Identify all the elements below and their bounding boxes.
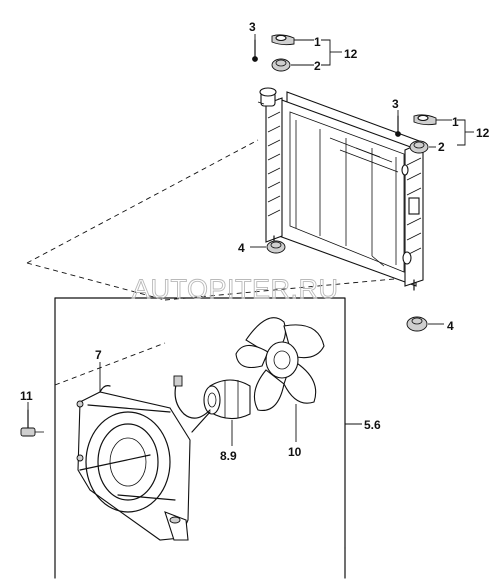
fan-blade <box>235 317 325 412</box>
callout-2-right: 2 <box>438 140 445 154</box>
callout-12-top: 12 <box>344 47 358 61</box>
callout-1-right: 1 <box>452 115 459 129</box>
radiator <box>257 87 424 291</box>
fan-assembly-frame <box>54 297 346 579</box>
callout-8-9: 8.9 <box>220 449 237 463</box>
callout-2-top: 2 <box>314 59 321 73</box>
leader-lines <box>27 34 474 446</box>
lower-grommets <box>266 240 428 332</box>
right-mount-fasteners <box>395 114 437 154</box>
callout-10: 10 <box>288 445 302 459</box>
callout-4-left: 4 <box>238 241 245 255</box>
callout-4-right: 4 <box>447 319 454 333</box>
callout-7: 7 <box>95 348 102 362</box>
shroud-bolt <box>20 409 44 437</box>
watermark-text: AUTOPITER.RU <box>132 274 339 304</box>
callout-1-top: 1 <box>314 35 321 49</box>
fan-shroud <box>76 385 191 541</box>
callout-3-top: 3 <box>249 20 256 34</box>
callout-5-6: 5.6 <box>364 418 381 432</box>
callout-3-right: 3 <box>392 97 399 111</box>
top-mount-fasteners <box>252 34 295 72</box>
callout-labels: 3 1 2 12 3 1 2 12 4 4 7 11 5.6 8.9 10 <box>20 20 490 463</box>
callout-12-right: 12 <box>476 126 490 140</box>
right-tank-ribs <box>406 157 422 256</box>
fan-motor <box>173 375 251 433</box>
radiator-core-fins <box>295 120 399 267</box>
projection-lines <box>26 139 417 386</box>
left-tank-ribs <box>267 111 281 217</box>
callout-11: 11 <box>20 389 33 403</box>
